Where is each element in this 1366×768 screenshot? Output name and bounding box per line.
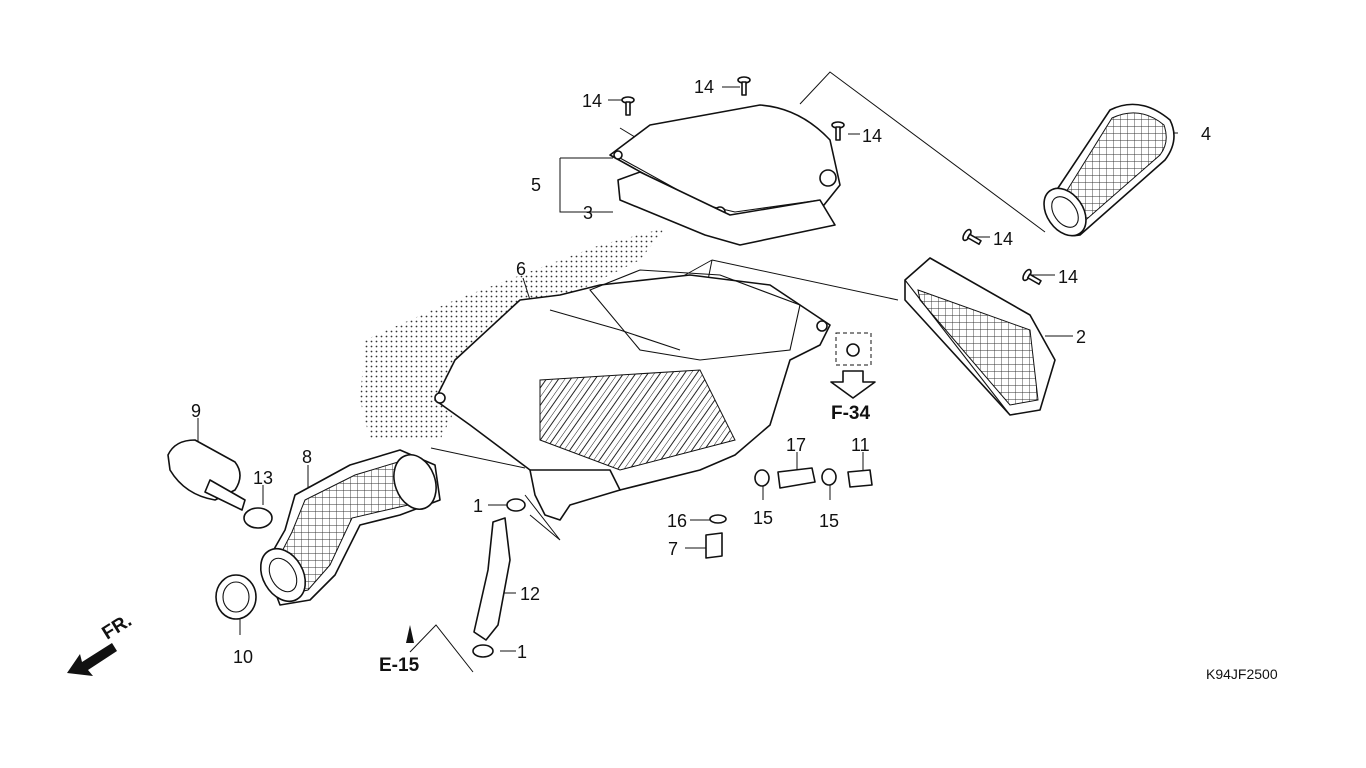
drain-plug-detail [830, 332, 876, 399]
callout-14a: 14 [582, 91, 602, 111]
air-cleaner-element [904, 257, 1056, 416]
front-direction-arrow: FR. [67, 610, 136, 676]
callout-17: 17 [786, 435, 806, 455]
callout-13: 13 [253, 468, 273, 488]
callout-15a: 15 [753, 508, 773, 528]
callout-1-upper: 1 [473, 496, 483, 516]
callout-1-lower: 1 [517, 642, 527, 662]
intake-duct [259, 449, 441, 606]
callout-9: 9 [191, 401, 201, 421]
callout-14e: 14 [1058, 267, 1078, 287]
callout-6: 6 [516, 259, 526, 279]
clip-1-upper [506, 498, 526, 512]
screw-icons [621, 76, 1042, 286]
callout-14b: 14 [694, 77, 714, 97]
callout-14d: 14 [993, 229, 1013, 249]
hose-fittings [705, 467, 873, 559]
ref-f34: F-34 [831, 403, 871, 424]
callout-16: 16 [667, 511, 687, 531]
callout-7: 7 [668, 539, 678, 559]
front-marker-label: FR. [99, 610, 136, 644]
callout-8: 8 [302, 447, 312, 467]
callout-14c: 14 [862, 126, 882, 146]
callout-12: 12 [520, 584, 540, 604]
breather-cap [167, 439, 246, 511]
drain-tube [473, 517, 511, 641]
e15-arrow [406, 625, 414, 643]
drawing-code: K94JF2500 [1206, 666, 1278, 682]
clamp-13 [243, 507, 273, 529]
callout-2: 2 [1076, 327, 1086, 347]
clip-1-lower [472, 644, 494, 658]
callout-5: 5 [531, 175, 541, 195]
callout-15b: 15 [819, 511, 839, 531]
air-cleaner-cover [609, 104, 841, 221]
band-10 [215, 574, 257, 620]
callout-3: 3 [583, 203, 593, 223]
cover-gasket [617, 171, 836, 246]
callout-11: 11 [851, 435, 870, 455]
air-cleaner-case [434, 269, 831, 521]
callout-4: 4 [1201, 124, 1211, 144]
ref-e15: E-15 [379, 655, 420, 676]
callout-10: 10 [233, 647, 253, 667]
snorkel-tube [1043, 103, 1175, 237]
